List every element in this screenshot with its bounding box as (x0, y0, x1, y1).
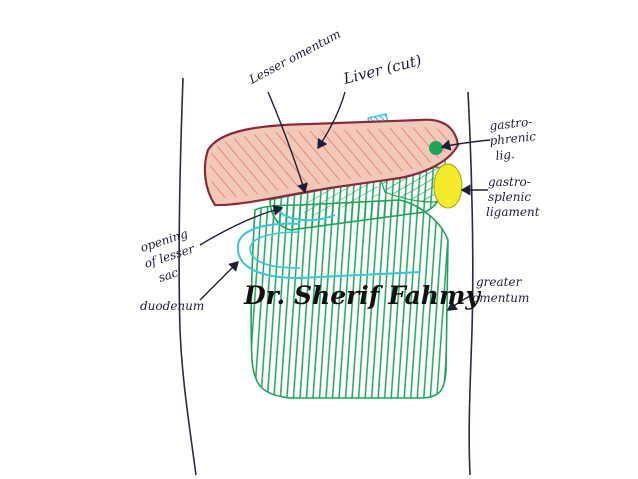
label-duodenum: duodenum (140, 299, 204, 313)
gastrophrenic-knot (429, 141, 443, 155)
label-gastrophrenic-1: gastro- (489, 115, 533, 133)
arrow-lesser-omentum (267, 91, 308, 194)
label-gastrophrenic-2: phrenic (489, 129, 537, 148)
arrow-gastrophrenic (440, 139, 491, 151)
author-watermark: Dr. Sherif Fahmy (243, 281, 481, 310)
label-liver: Liver (cut) (341, 51, 424, 88)
liver-hatch (210, 126, 450, 198)
arrow-greater (446, 295, 471, 311)
arrow-opening (199, 204, 284, 246)
duodenum-inner (249, 231, 301, 269)
label-gastrosplenic-2: splenic (488, 190, 531, 204)
label-lesser-omentum: Lesser omentum (246, 27, 343, 87)
body-outline-left (178, 77, 197, 476)
arrow-liver (317, 91, 346, 150)
label-gastrophrenic-3: lig. (495, 147, 516, 163)
label-gastrosplenic-3: ligament (486, 205, 540, 219)
body-outline-right (467, 91, 474, 476)
duodenum (236, 222, 421, 280)
arrow-duodenum (199, 261, 239, 301)
label-greater-2: omentum (472, 291, 529, 305)
label-opening-3: sac (157, 265, 181, 285)
spleen (433, 163, 463, 209)
label-greater-1: greater (476, 275, 523, 289)
label-gastrosplenic-1: gastro- (488, 175, 531, 189)
